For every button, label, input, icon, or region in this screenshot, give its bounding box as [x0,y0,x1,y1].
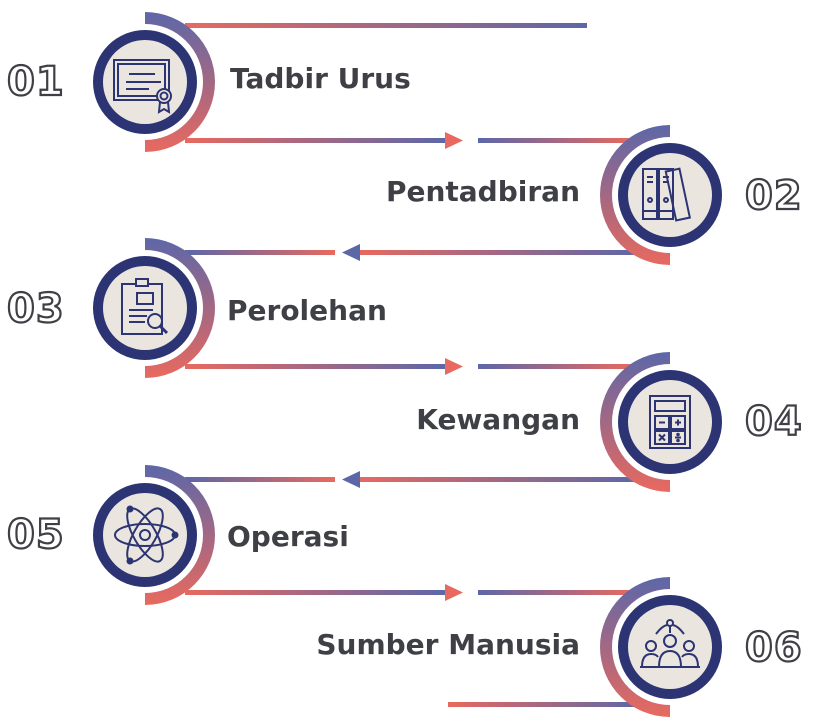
certificate-icon [113,59,172,114]
step-badge-05 [87,465,215,605]
connector-line [185,477,335,482]
connector-line [448,702,640,707]
step-number-05: 05 [6,511,65,559]
connector-line [185,23,587,28]
step-label-04: Kewangan [416,403,580,436]
connector-line [355,477,640,482]
step-badge-06 [600,577,728,717]
binders-icon [642,167,692,222]
connector-line [478,590,633,595]
connector-line [478,364,633,369]
step-badge-04 [600,352,728,492]
connector-line [185,364,447,369]
step-label-02: Pentadbiran [385,175,580,208]
connector-line [185,590,447,595]
arrow-right-icon [445,358,463,375]
step-label-06: Sumber Manusia [316,628,580,661]
clipboard-search-icon [121,278,169,335]
connector-line [185,138,447,143]
step-label-05: Operasi [227,520,349,553]
arrow-left-icon [342,471,360,488]
arrow-left-icon [342,244,360,261]
step-number-03: 03 [6,285,65,333]
connector-line [355,250,640,255]
step-number-06: 06 [744,624,803,672]
calculator-icon [649,395,691,449]
team-network-icon [640,619,700,668]
step-label-01: Tadbir Urus [230,62,411,95]
step-badge-01 [87,12,215,152]
step-number-02: 02 [744,172,803,220]
step-number-01: 01 [6,58,65,106]
arrow-right-icon [445,584,463,601]
connector-line [478,138,633,143]
arrow-right-icon [445,132,463,149]
step-label-03: Perolehan [227,294,387,327]
step-badge-02 [600,125,728,265]
atom-icon [114,505,179,565]
connector-line [185,250,335,255]
step-number-04: 04 [744,398,803,446]
step-badge-03 [87,238,215,378]
